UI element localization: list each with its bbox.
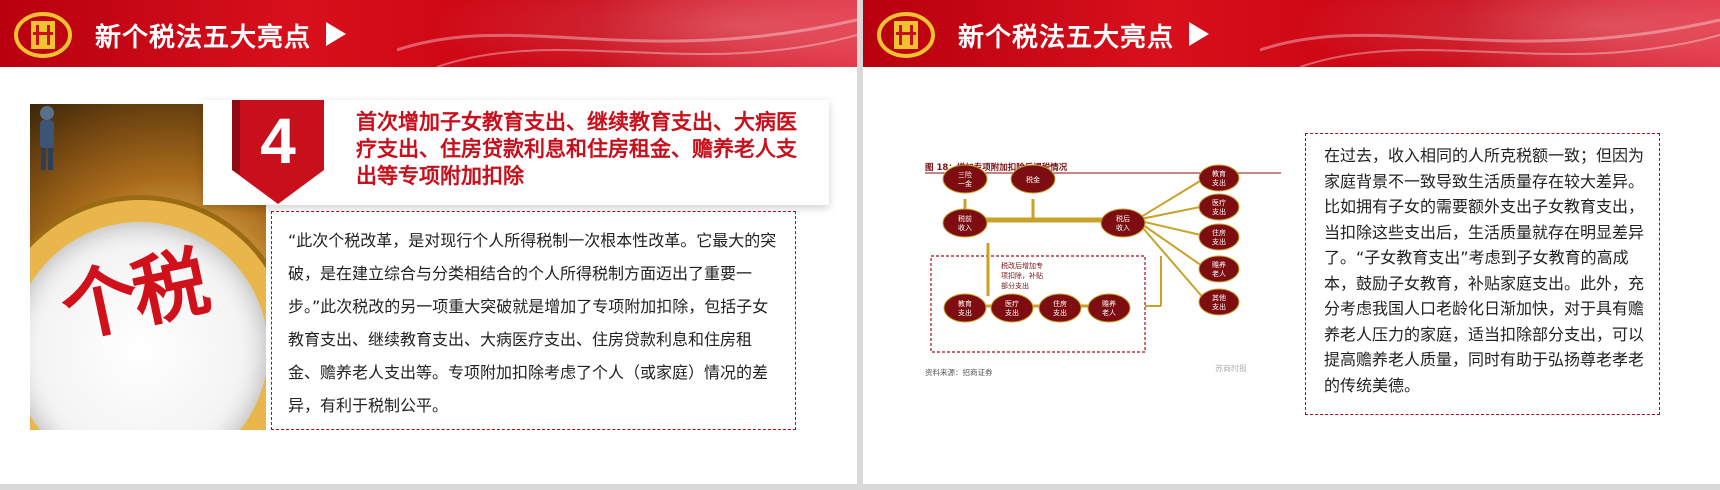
explanation-text: 在过去，收入相同的人所克税额一致；但因为家庭背景不一致导致生活质量存在较大差异。… [1324,146,1645,395]
chart-title: 图 18：增加专项附加扣除后课税情况 [925,163,1068,173]
node-label: 税后 [1116,214,1130,223]
explanation-box: 在过去，收入相同的人所克税额一致；但因为家庭背景不一致导致生活质量存在较大差异。… [1305,133,1660,415]
chart-source: 资料来源：招商证券 [925,368,993,377]
note-line: 项扣除，补贴 [1001,271,1043,280]
node-label: 支出 [1212,178,1226,187]
node-label: 医疗 [1212,198,1226,207]
node-label: 赡养 [1102,299,1116,308]
node-bottom-education: 教育 支出 [943,293,987,323]
play-arrow-icon [326,22,346,46]
slide-left: 新个税法五大亮点 个税 4 首次增加子女教育支出、继续教育支出、大病医疗支出、住… [0,0,857,484]
node-right-elderly: 赡养 老人 [1198,255,1240,283]
header-title: 新个税法五大亮点 [95,23,312,53]
figurine-icon [40,106,54,170]
node-label: 其他 [1212,293,1226,302]
play-arrow-icon [1189,22,1209,46]
node-bottom-elderly: 赡养 老人 [1087,293,1131,323]
headline-text: 首次增加子女教育支出、继续教育支出、大病医疗支出、住房贷款利息和住房租金、赡养老… [356,110,797,188]
node-sanxian-yijin: 三险 一金 [942,164,988,194]
deduction-flow-diagram: 三险 一金 税金 税前 收入 税后 收入 教育 支出 医疗 支出 [925,164,1281,353]
slide-right: 新个税法五大亮点 图 18：增加专项附加扣除后课税情况 三险 一金 税金 [863,0,1720,484]
node-label: 医疗 [1005,299,1019,308]
node-bottom-housing: 住房 支出 [1038,293,1082,323]
node-label: 教育 [1212,169,1226,178]
node-label: 支出 [1212,302,1226,311]
node-label: 住房 [1212,228,1226,237]
node-right-housing: 住房 支出 [1198,223,1240,251]
node-label: 支出 [1212,207,1226,216]
node-label: 三险 [958,170,972,179]
node-right-other: 其他 支出 [1198,288,1240,316]
node-bottom-medical: 医疗 支出 [990,293,1034,323]
slide-header: 新个税法五大亮点 [863,0,1720,67]
note-line: 税改后增加专 [1001,261,1043,270]
node-label: 支出 [1212,237,1226,246]
node-label: 赡养 [1212,260,1226,269]
tax-emblem-icon [14,12,72,58]
node-label: 教育 [958,299,972,308]
badge-number: 4 [260,105,296,177]
node-label: 一金 [958,179,972,188]
quote-box: “此次个税改革，是对现行个人所得税制一次根本性改革。它最大的突破，是在建立综合与… [271,211,796,430]
node-aftertax-income: 税后 收入 [1100,208,1146,238]
node-label: 支出 [958,308,972,317]
node-label: 支出 [1005,308,1019,317]
number-badge [232,100,324,204]
node-label: 老人 [1212,269,1226,278]
tax-magnifier-photo: 个税 [30,104,266,430]
node-shuijin: 税金 [1010,164,1056,194]
header-wave-decoration [397,18,857,67]
node-label: 老人 [1102,308,1116,317]
node-label: 税金 [1026,175,1040,184]
quote-text: “此次个税改革，是对现行个人所得税制一次根本性改革。它最大的突破，是在建立综合与… [288,231,777,415]
header-title: 新个税法五大亮点 [958,23,1175,53]
node-label: 收入 [958,223,972,232]
node-label: 住房 [1053,299,1067,308]
note-line: 部分支出 [1001,281,1029,290]
magnifier-lens [30,200,266,430]
node-label: 支出 [1053,308,1067,317]
node-right-education: 教育 支出 [1198,164,1240,192]
slide-header: 新个税法五大亮点 [0,0,857,67]
node-right-medical: 医疗 支出 [1198,193,1240,221]
header-wave-decoration [1260,18,1720,67]
tax-emblem-icon [877,12,935,58]
node-label: 税前 [958,214,972,223]
node-label: 收入 [1116,223,1130,232]
chart-watermark: 苏商时报 [1215,364,1247,373]
node-pretax-income: 税前 收入 [942,208,988,238]
